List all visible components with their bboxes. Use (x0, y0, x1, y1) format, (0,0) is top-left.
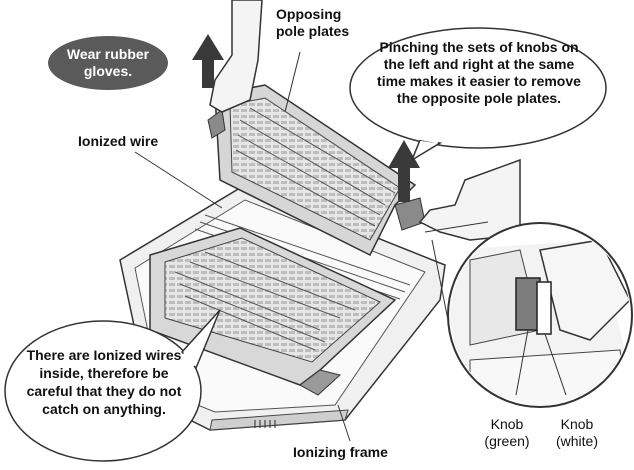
opposing-pole-plates-label: Opposing pole plates (276, 6, 372, 40)
knob-white-label: Knob (white) (547, 416, 607, 450)
knob-magnifier (425, 222, 634, 420)
knob-green-label: Knob (green) (474, 416, 540, 450)
ionizing-frame-label: Ionizing frame (293, 444, 433, 461)
pinching-note-label: Pinching the sets of knobs on the left a… (370, 39, 588, 107)
wear-gloves-label: Wear rubber gloves. (58, 46, 158, 80)
ionized-wires-warning-label: There are Ionized wires inside, therefor… (18, 346, 190, 418)
ionized-wire-label: Ionized wire (78, 133, 198, 150)
